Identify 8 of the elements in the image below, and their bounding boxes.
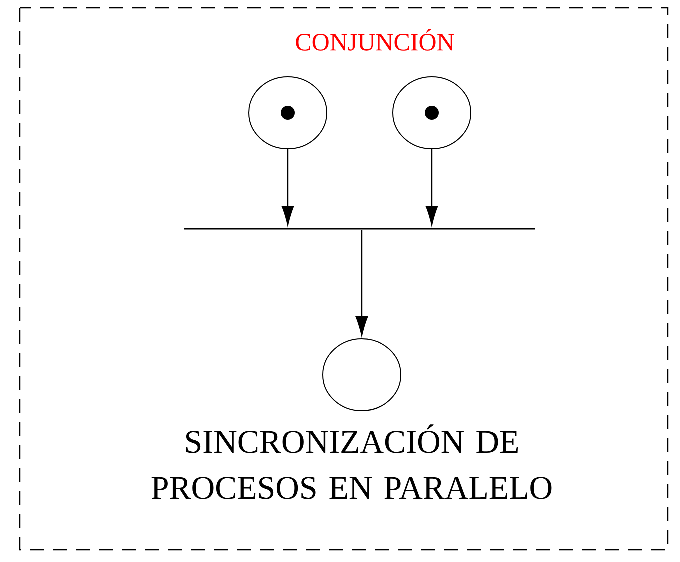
title: CONJUNCIÓN: [296, 29, 454, 51]
arrow: [356, 230, 368, 336]
arrow: [282, 150, 294, 226]
place-circle: [248, 76, 328, 150]
caption: SINCRONIZACIÓN DE PROCESOS EN PARALELO: [152, 424, 552, 500]
place-circle: [392, 76, 472, 150]
arrow: [426, 150, 438, 226]
place-circle: [322, 338, 402, 412]
